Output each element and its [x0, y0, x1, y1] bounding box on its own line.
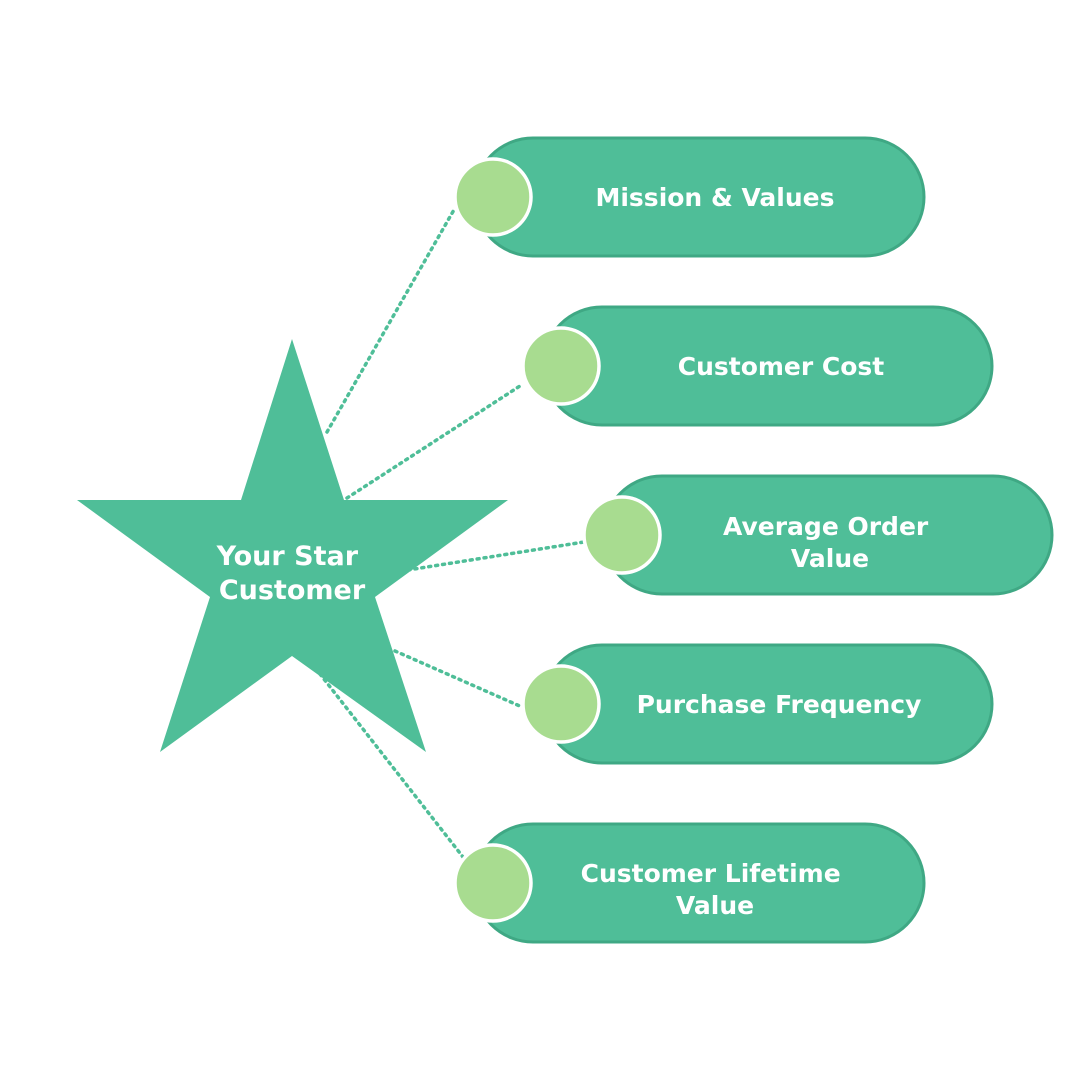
item-label-line-1: Customer Cost — [678, 352, 885, 381]
item-label: Purchase Frequency — [637, 690, 922, 719]
item-customer-lifetime-value: Customer Lifetime Value — [453, 822, 926, 944]
star-label: Your Star Customer — [216, 541, 368, 606]
item-label-line-2: Value — [676, 891, 754, 920]
item-label-line-1: Mission & Values — [595, 183, 834, 212]
item-average-order-value: Average Order Value — [582, 474, 1054, 596]
item-dot — [582, 495, 662, 575]
center-star: Your Star Customer — [77, 339, 508, 752]
item-purchase-frequency: Purchase Frequency — [521, 643, 994, 765]
connector-average-order-value — [406, 540, 586, 572]
item-mission-values: Mission & Values — [453, 136, 926, 258]
item-label: Customer Lifetime Value — [581, 859, 850, 920]
connector-customer-lifetime-value — [318, 672, 465, 859]
item-customer-cost: Customer Cost — [521, 305, 994, 427]
item-dot — [453, 157, 533, 237]
item-label-line-1: Average Order — [723, 512, 929, 541]
item-dot — [521, 664, 601, 744]
item-dot — [453, 843, 533, 923]
item-label: Mission & Values — [595, 183, 834, 212]
item-label: Average Order Value — [723, 512, 937, 573]
connector-mission-values — [325, 206, 457, 434]
item-dot — [521, 326, 601, 406]
item-label-line-2: Value — [791, 544, 869, 573]
star-shape — [77, 339, 508, 752]
item-label: Customer Cost — [678, 352, 885, 381]
item-label-line-1: Customer Lifetime — [581, 859, 841, 888]
item-label-line-1: Purchase Frequency — [637, 690, 922, 719]
connector-purchase-frequency — [393, 649, 524, 709]
star-label-line-2: Customer — [219, 575, 366, 606]
connectors — [318, 206, 586, 859]
star-label-line-1: Your Star — [216, 541, 359, 572]
connector-customer-cost — [345, 382, 525, 500]
